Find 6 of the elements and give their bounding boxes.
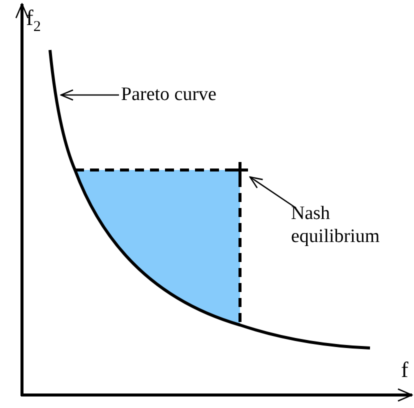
leader-arrow xyxy=(60,89,119,101)
leader-arrow xyxy=(249,176,296,209)
axis-label: f$_{2}$ xyxy=(26,6,41,30)
callout-text: Pareto curve xyxy=(121,83,241,106)
axis-label: f xyxy=(401,358,408,382)
callout-text: Nash equilibrium xyxy=(291,202,411,248)
